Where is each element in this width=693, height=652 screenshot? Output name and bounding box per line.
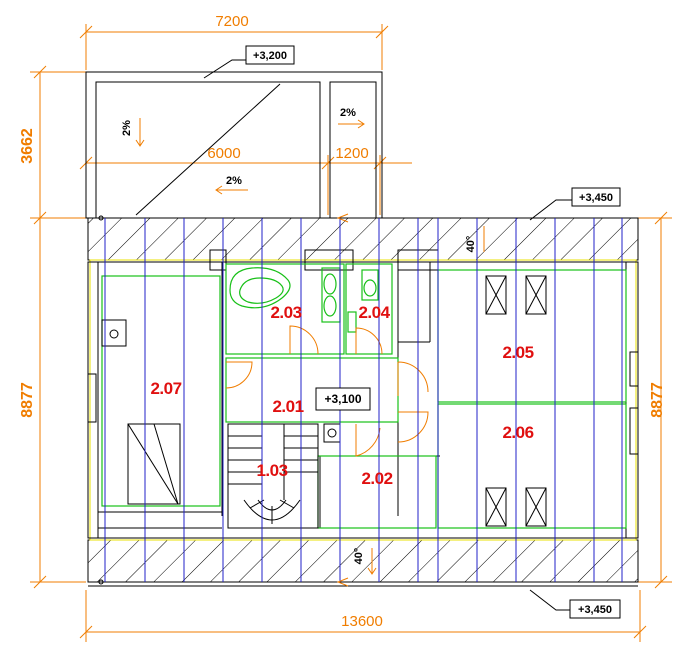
level-marker-ridge-bottom: +3,450 — [529, 589, 621, 619]
room-label-204: 2.04 — [358, 303, 390, 322]
room-label-201: 2.01 — [272, 397, 303, 416]
roof-windows — [485, 275, 547, 527]
room-label-103: 1.03 — [256, 461, 287, 480]
level-marker-floor: +3,100 — [315, 387, 371, 411]
dim-right-main: 8877 — [649, 382, 666, 418]
dim-top-overall: 7200 — [215, 13, 248, 30]
attic-outline — [87, 259, 639, 541]
ridge-arrow-top — [336, 213, 349, 223]
room-label-207: 2.07 — [150, 379, 181, 398]
svg-text:40°: 40° — [465, 236, 477, 253]
dim-bottom-overall: 13600 — [341, 613, 383, 630]
bathroom-fixtures — [101, 267, 379, 443]
room-label-206: 2.06 — [502, 423, 533, 442]
room-label-203: 2.03 — [270, 303, 301, 322]
level-balcony-label: +3,200 — [253, 50, 287, 62]
level-marker-ridge-top: +3,450 — [529, 187, 621, 221]
svg-text:2%: 2% — [226, 175, 242, 187]
roof-eaves — [87, 215, 639, 587]
dim-top-right: 1200 — [335, 145, 368, 162]
level-ridge-top-label: +3,450 — [579, 192, 613, 204]
level-floor-label: +3,100 — [324, 392, 361, 406]
room-label-202: 2.02 — [361, 469, 392, 488]
svg-text:2%: 2% — [340, 107, 356, 119]
rafters — [104, 218, 623, 582]
dim-left-main: 8877 — [19, 382, 36, 418]
level-marker-balcony: +3,200 — [203, 45, 295, 79]
room-label-205: 2.05 — [502, 343, 533, 362]
svg-text:2%: 2% — [121, 120, 133, 136]
slope-balcony-center: 2% — [215, 175, 248, 195]
roof-angle-top: 40° — [465, 226, 485, 253]
roof-angle-bottom: 40° — [353, 548, 377, 575]
svg-text:40°: 40° — [353, 548, 365, 565]
ridge-arrow-bottom — [336, 577, 349, 587]
slope-balcony-right: 2% — [338, 107, 365, 129]
level-ridge-bottom-label: +3,450 — [578, 604, 612, 616]
dim-top-left: 6000 — [207, 145, 240, 162]
slope-balcony-left: 2% — [121, 118, 145, 147]
dim-left-top: 3662 — [19, 128, 36, 164]
